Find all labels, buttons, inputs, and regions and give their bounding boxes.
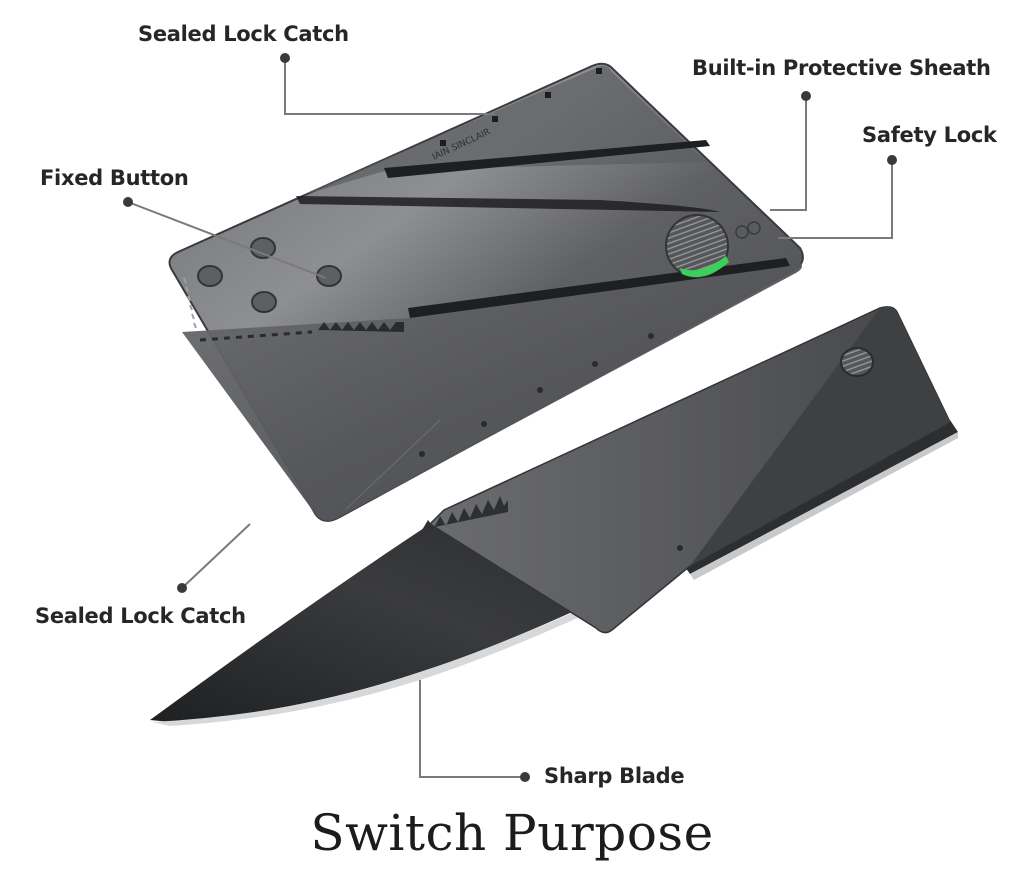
- callout-dot-protective-sheath: [801, 91, 811, 101]
- callout-fixed-button: Fixed Button: [40, 166, 189, 190]
- callout-dot-sharp-blade: [520, 772, 530, 782]
- fixed-buttons: [197, 237, 342, 313]
- edge-hole: [440, 140, 446, 146]
- callout-dot-sealed-lock-catch-top: [280, 53, 290, 63]
- illustration-title: Switch Purpose: [310, 804, 714, 862]
- leader-line-fixed-button: [127, 201, 327, 279]
- callout-dot-safety-lock: [887, 155, 897, 165]
- callout-safety-lock: Safety Lock: [862, 123, 997, 147]
- leader-line-safety-lock: [778, 160, 893, 239]
- callout-built-in-protective-sheath: Built-in Protective Sheath: [692, 56, 991, 80]
- callout-sealed-lock-catch-top: Sealed Lock Catch: [138, 22, 349, 46]
- credit-card-knife-folded: IAIN SINCLAIR: [168, 62, 804, 522]
- leader-line-sharp-blade: [419, 680, 525, 778]
- credit-card-knife-open: [150, 306, 958, 726]
- callout-dot-fixed-button: [123, 197, 133, 207]
- leader-line-sealed-lock-catch-bottom: [181, 523, 251, 589]
- callout-dot-sealed-lock-catch-bottom: [177, 583, 187, 593]
- callout-sharp-blade: Sharp Blade: [544, 764, 685, 788]
- safety-lock-dial: [665, 214, 729, 278]
- leader-line-sealed-lock-catch-top: [284, 58, 495, 115]
- callout-sealed-lock-catch-bottom: Sealed Lock Catch: [35, 604, 246, 628]
- leader-line-protective-sheath: [770, 96, 807, 211]
